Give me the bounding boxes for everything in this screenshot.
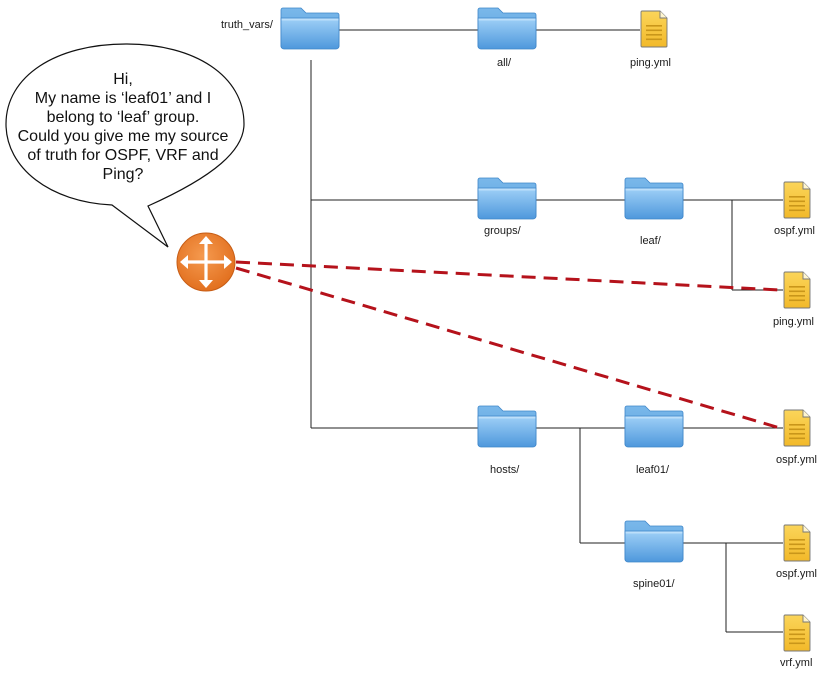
folder-icon-spine01 — [624, 520, 684, 563]
router-icon — [176, 232, 236, 292]
yaml-file-icon-leaf01-ospf — [783, 409, 811, 447]
yaml-file-icon-spine01-ospf — [783, 524, 811, 562]
speech-line: Could you give me my source — [17, 128, 229, 145]
label-spine01-ospf: ospf.yml — [776, 568, 817, 580]
label-leaf: leaf/ — [640, 235, 661, 247]
speech-bubble — [5, 43, 245, 248]
folder-icon-groups — [477, 177, 537, 220]
speech-line: belong to ‘leaf’ group. — [46, 109, 200, 126]
yaml-file-icon-leaf-ospf — [783, 181, 811, 219]
link-to-leaf-ping — [235, 260, 781, 292]
label-all: all/ — [497, 57, 512, 69]
speech-line: Ping? — [102, 166, 144, 183]
label-groups: groups/ — [484, 225, 521, 237]
folder-icon-leaf01 — [624, 405, 684, 448]
label-spine01: spine01/ — [633, 578, 675, 590]
folder-icon-leaf — [624, 177, 684, 220]
speech-bubble-text: Hi, My name is ‘leaf01’ and I belong to … — [12, 70, 234, 184]
folder-icon-all — [477, 7, 537, 50]
speech-line: of truth for OSPF, VRF and — [27, 147, 219, 164]
router-lookup-links — [235, 260, 781, 430]
label-leaf01-ospf: ospf.yml — [776, 454, 817, 466]
speech-line: My name is ‘leaf01’ and I — [34, 90, 212, 107]
folder-icon-hosts — [477, 405, 537, 448]
label-truth-vars: truth_vars/ — [221, 19, 273, 31]
yaml-file-icon-leaf-ping — [783, 271, 811, 309]
label-spine01-vrf: vrf.yml — [780, 657, 813, 669]
label-leaf-ospf: ospf.yml — [774, 225, 815, 237]
link-to-leaf01-ospf — [235, 266, 781, 430]
yaml-file-icon-spine01-vrf — [783, 614, 811, 652]
speech-line: Hi, — [113, 71, 133, 88]
label-leaf-ping: ping.yml — [773, 316, 814, 328]
yaml-file-icon-all-ping — [640, 10, 668, 48]
label-leaf01: leaf01/ — [636, 464, 670, 476]
tree-connectors — [310, 29, 783, 633]
label-all-ping: ping.yml — [630, 57, 671, 69]
label-hosts: hosts/ — [490, 464, 520, 476]
folder-icon-truth-vars — [280, 7, 340, 50]
